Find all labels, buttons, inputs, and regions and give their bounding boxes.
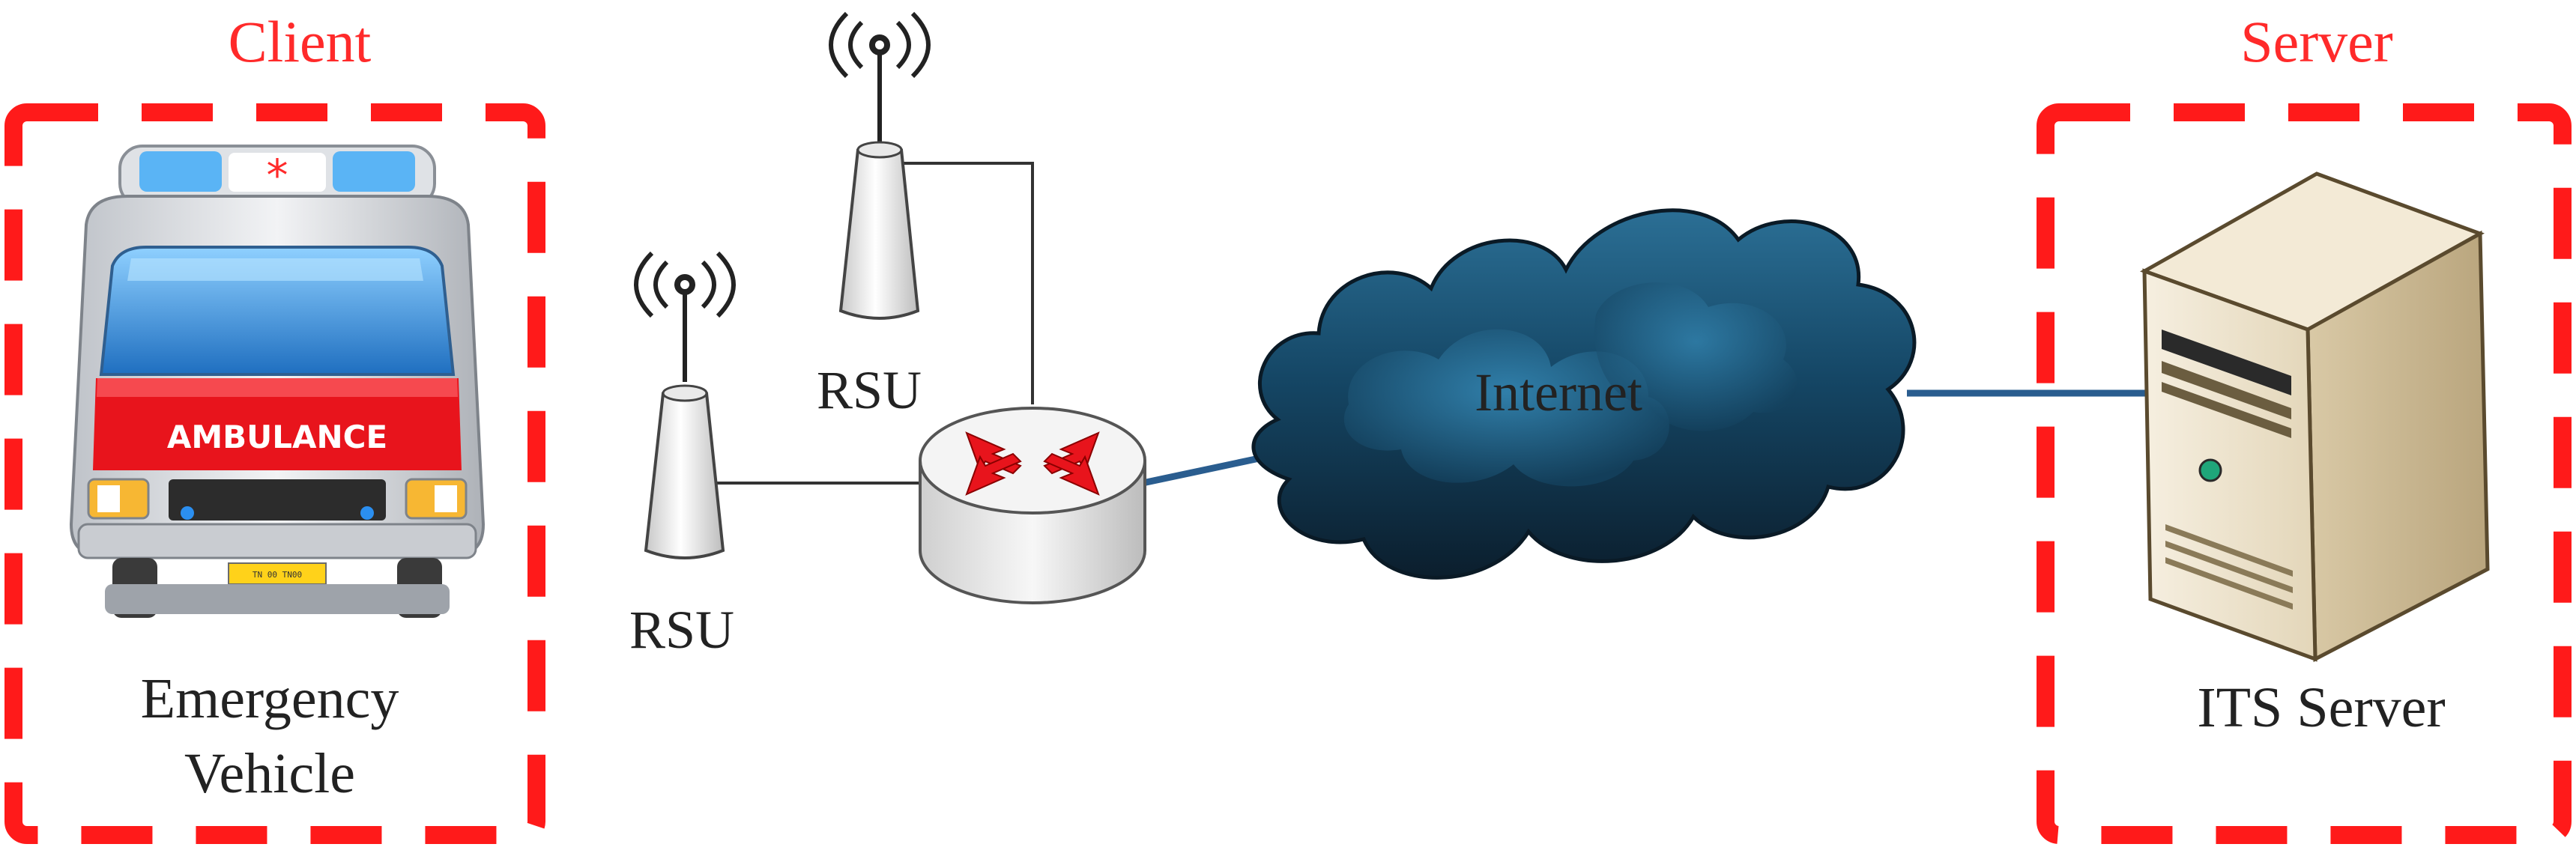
client-label-line1: Emergency <box>141 667 399 730</box>
server-group: Server ITS Server <box>2037 9 2572 844</box>
client-label-line2: Vehicle <box>184 742 355 805</box>
wireless-signal-icon <box>829 11 931 142</box>
wireless-signal-icon <box>634 251 736 382</box>
rsu-top: RSU <box>817 11 931 420</box>
ambulance-plate-text: TN 00 TN00 <box>253 570 302 580</box>
rsu-tower-icon <box>644 384 725 559</box>
rsu-tower-icon <box>838 141 920 320</box>
internet-cloud: Internet <box>1251 208 1917 580</box>
server-group-border <box>2037 103 2572 844</box>
wire-rsu-top-router <box>875 162 1034 404</box>
rsu-bottom-label: RSU <box>629 600 734 660</box>
client-group: Client * AMBULANCE <box>4 9 545 844</box>
server-group-title: Server <box>2240 9 2393 74</box>
ambulance-body-text: AMBULANCE <box>167 419 387 455</box>
client-group-border <box>4 103 545 844</box>
client-group-title: Client <box>229 9 372 74</box>
ambulance-icon: * AMBULANCE TN 00 TN00 <box>69 145 486 618</box>
internet-label: Internet <box>1475 362 1642 422</box>
connections <box>701 162 2150 487</box>
server-icon <box>2140 171 2490 663</box>
svg-text:*: * <box>267 150 288 201</box>
link-router-internet <box>1142 453 1267 487</box>
router-icon <box>919 407 1146 604</box>
server-label: ITS Server <box>2197 676 2445 739</box>
rsu-bottom: RSU <box>629 251 736 660</box>
rsu-top-label: RSU <box>817 360 922 420</box>
